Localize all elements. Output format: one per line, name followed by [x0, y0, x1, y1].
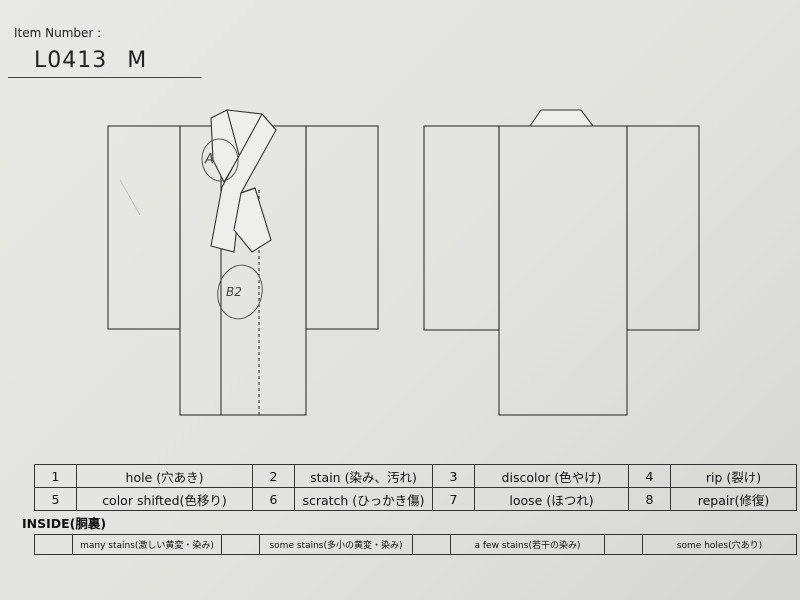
back-view — [423, 109, 700, 416]
legend-number: 6 — [252, 487, 295, 511]
item-code: L0413 — [34, 48, 108, 73]
collar-seam — [240, 187, 256, 194]
mark-a-circle — [201, 138, 239, 182]
inside-condition-table: many stains(激しい黄変・染み) some stains(多小の黄変・… — [34, 534, 797, 555]
legend-number: 4 — [628, 464, 671, 488]
legend-label: loose (ほつれ) — [474, 487, 629, 511]
inside-checkbox[interactable] — [412, 534, 451, 555]
front-right-sleeve — [305, 125, 379, 330]
legend-number: 1 — [34, 464, 77, 488]
inside-checkbox[interactable] — [604, 534, 643, 555]
legend-number: 2 — [252, 464, 295, 488]
back-body — [498, 125, 628, 416]
inside-option-label: some holes(穴あり) — [642, 534, 797, 555]
legend-label: scratch (ひっかき傷) — [294, 487, 433, 511]
legend-label: color shifted(色移り) — [76, 487, 253, 511]
legend-label: rip (裂け) — [670, 464, 797, 488]
legend-label: hole (穴あき) — [76, 464, 253, 488]
item-number-label: Item Number : — [14, 26, 102, 40]
item-number-value: L0413 M — [34, 48, 167, 73]
legend-number: 5 — [34, 487, 77, 511]
inside-row: many stains(激しい黄変・染み) some stains(多小の黄変・… — [34, 534, 797, 555]
mark-b-text: B2 — [226, 285, 242, 299]
legend-label: discolor (色やけ) — [474, 464, 629, 488]
damage-legend-table: 1 hole (穴あき) 2 stain (染み、汚れ) 3 discolor … — [34, 464, 797, 511]
faint-trace — [119, 179, 141, 216]
legend-number: 8 — [628, 487, 671, 511]
legend-label: repair(修復) — [670, 487, 797, 511]
legend-row: 1 hole (穴あき) 2 stain (染み、汚れ) 3 discolor … — [34, 464, 797, 488]
inside-checkbox[interactable] — [221, 534, 260, 555]
legend-number: 7 — [432, 487, 475, 511]
handwritten-marks — [201, 138, 263, 320]
back-collar — [528, 109, 595, 127]
back-right-sleeve — [626, 125, 700, 331]
item-size: M — [127, 48, 148, 73]
inside-section-title: INSIDE(胴裏) — [22, 516, 107, 531]
inside-option-label: many stains(激しい黄変・染み) — [72, 534, 222, 555]
inside-option-label: some stains(多小の黄変・染み) — [259, 534, 413, 555]
inside-option-label: a few stains(若干の染み) — [450, 534, 605, 555]
back-left-sleeve — [423, 125, 500, 331]
collar-band — [210, 113, 277, 253]
item-number-underline — [8, 77, 201, 78]
inside-checkbox[interactable] — [34, 534, 73, 555]
front-left-sleeve — [107, 125, 181, 330]
mark-b-circle — [217, 264, 263, 320]
mark-a-text: A — [204, 152, 214, 167]
front-view — [107, 109, 379, 416]
legend-row: 5 color shifted(色移り) 6 scratch (ひっかき傷) 7… — [34, 487, 797, 511]
legend-label: stain (染み、汚れ) — [294, 464, 433, 488]
legend-number: 3 — [432, 464, 475, 488]
